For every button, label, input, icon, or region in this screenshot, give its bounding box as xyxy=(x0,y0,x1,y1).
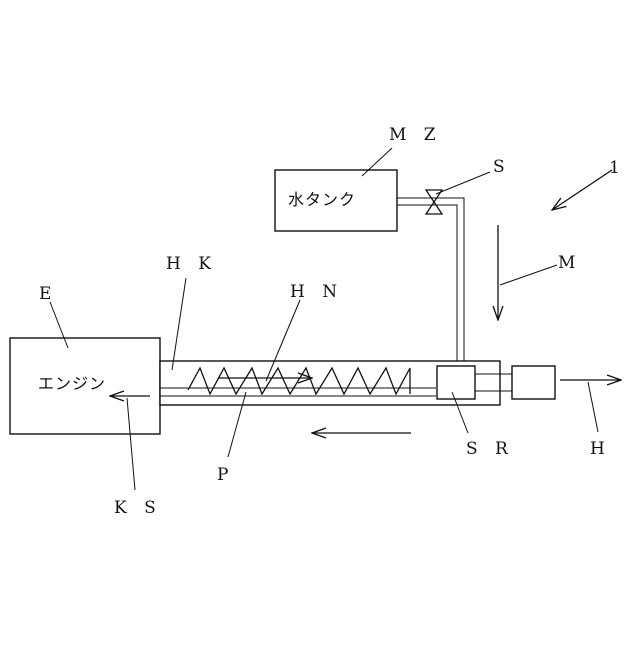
heater-box xyxy=(512,366,555,399)
leader-s xyxy=(436,172,490,194)
label-ref-1: 1 xyxy=(609,158,626,178)
reference-1-arrow xyxy=(552,170,612,210)
water-tank-label: 水タンク xyxy=(288,190,356,209)
label-p: P xyxy=(217,465,234,485)
label-hk: H K xyxy=(166,254,217,274)
leader-h xyxy=(588,382,598,432)
leader-m xyxy=(500,265,557,285)
label-sr: S R xyxy=(466,439,514,459)
water-pipe-outer xyxy=(397,198,464,366)
reformer-box xyxy=(437,366,475,399)
label-ks: K S xyxy=(114,498,162,518)
engine-label: エンジン xyxy=(38,374,106,393)
label-h: H xyxy=(590,439,611,459)
label-mz: M Z xyxy=(389,125,442,145)
water-pipe-inner xyxy=(397,205,457,366)
label-s: S xyxy=(493,157,511,177)
label-m: M xyxy=(558,253,581,273)
label-hn: H N xyxy=(290,282,343,302)
leader-hk xyxy=(172,278,186,370)
label-e: E xyxy=(39,284,57,304)
valve-icon xyxy=(426,190,442,214)
